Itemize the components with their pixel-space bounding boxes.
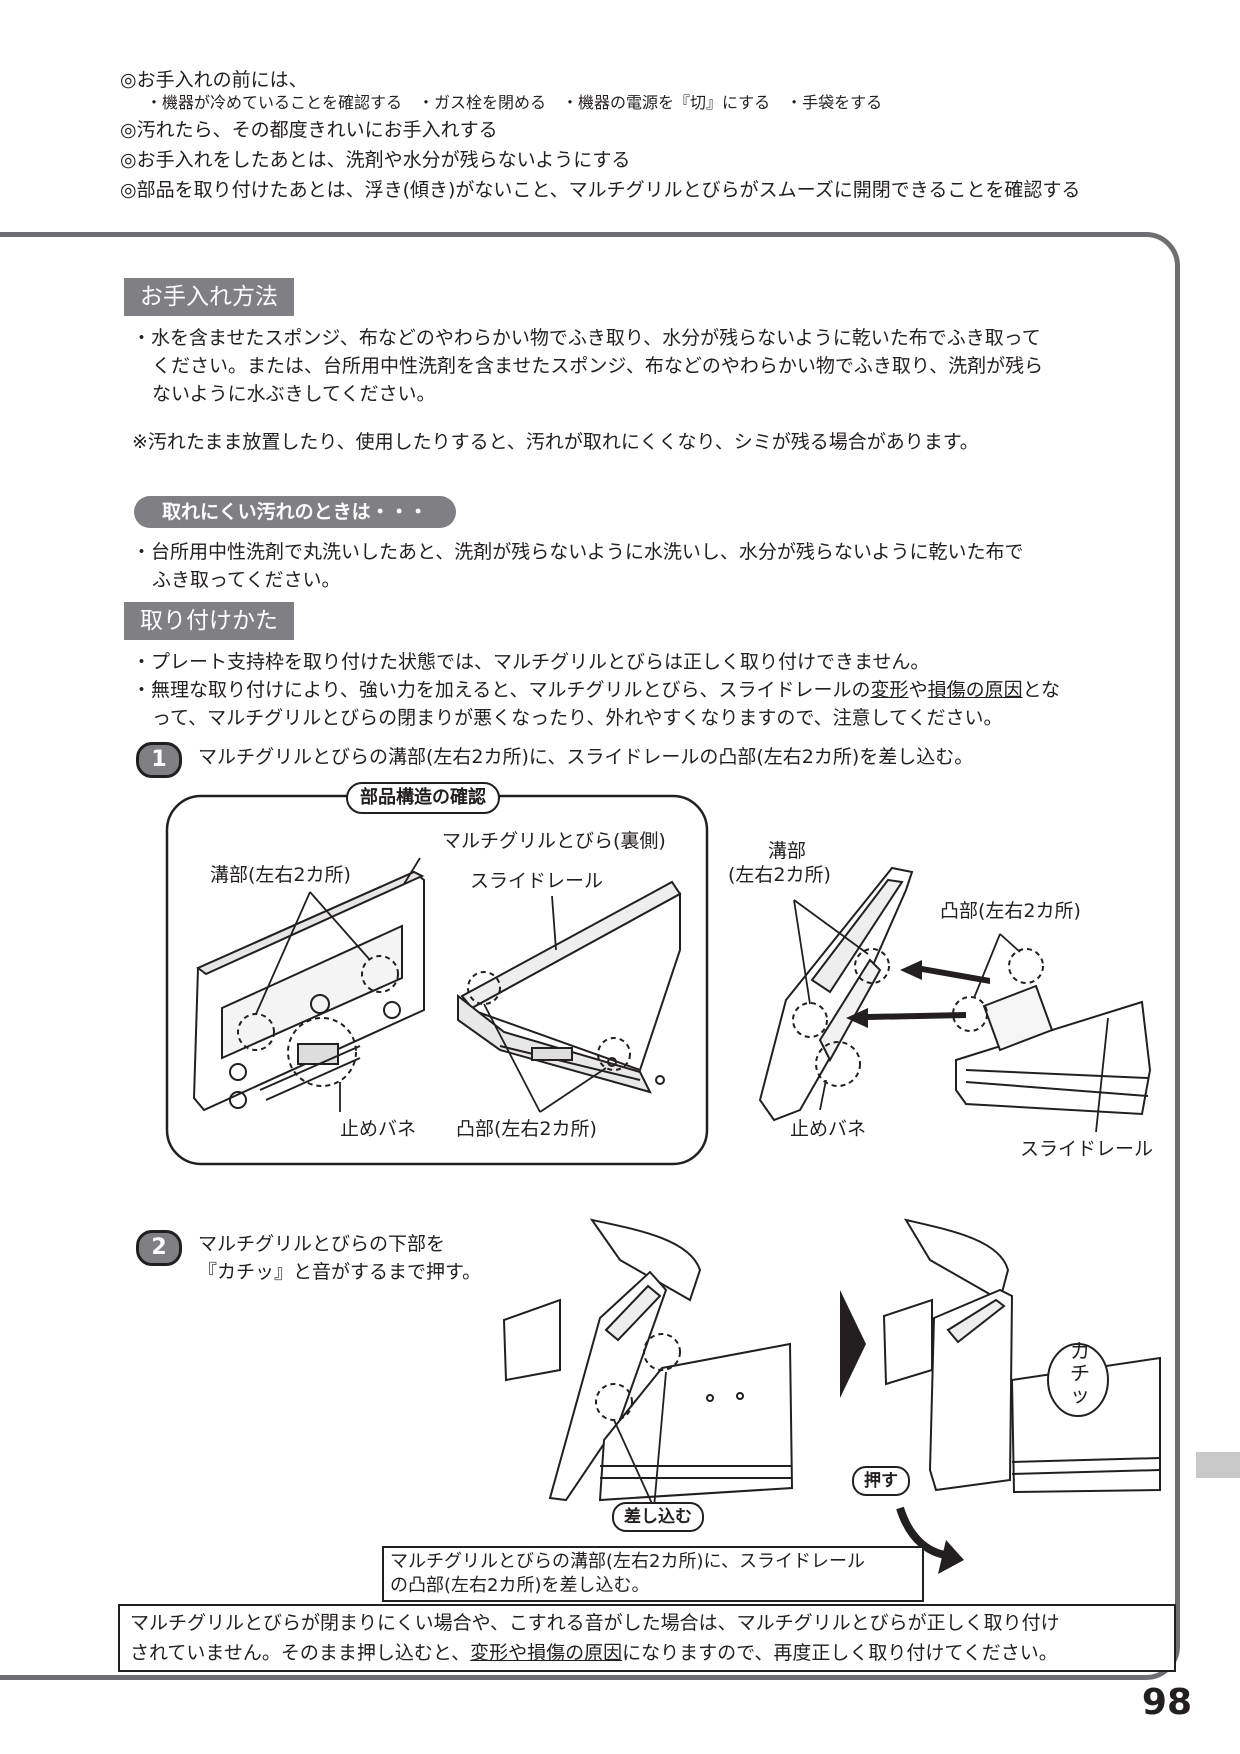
parts-frame-title: 部品構造の確認	[346, 782, 500, 814]
label-door-back: マルチグリルとびら(裏側)	[442, 830, 666, 852]
step-2-badge: 2	[136, 1230, 182, 1266]
precaution-line-2: ◎汚れたら、その都度きれいにお手入れする	[120, 119, 498, 141]
hard-stain-pill: 取れにくい汚れのときは・・・	[134, 496, 456, 528]
step2-insert-illustration	[502, 1218, 794, 1502]
next-arrow	[840, 1290, 866, 1398]
install-bullet-1: ・プレート支持枠を取り付けた状態では、マルチグリルとびらは正しく取り付けできませ…	[132, 651, 930, 673]
precaution-line-4: ◎部品を取り付けたあとは、浮き(傾き)がないこと、マルチグリルとびらがスムーズに…	[120, 179, 1081, 201]
hard-stain-line-1: ・台所用中性洗剤で丸洗いしたあと、洗剤が残らないように水洗いし、水分が残らないよ…	[132, 541, 1024, 563]
label-convex: 凸部(左右2カ所)	[456, 1118, 597, 1140]
label-stopper-spring-2: 止めバネ	[790, 1118, 867, 1140]
push-label: 押す	[852, 1466, 910, 1496]
care-bullet-1: ・水を含ませたスポンジ、布などのやわらかい物でふき取り、水分が残らないように乾い…	[132, 327, 1041, 349]
page-number: 98	[1141, 1682, 1192, 1723]
warning-line-1: マルチグリルとびらが閉まりにくい場合や、こすれる音がした場合は、マルチグリルとび…	[130, 1612, 1060, 1634]
step-2-line-2: 『カチッ』と音がするまで押す。	[198, 1261, 482, 1283]
precaution-line-1: ◎お手入れの前には、	[120, 69, 308, 91]
label-convex-2: 凸部(左右2カ所)	[940, 900, 1081, 922]
install-bullet-2: ・無理な取り付けにより、強い力を加えると、マルチグリルとびら、スライドレールの変…	[132, 679, 1061, 701]
insert-label: 差し込む	[612, 1502, 704, 1532]
click-sound-label: カチッ	[1070, 1339, 1090, 1407]
label-groove-2: 溝部	[768, 840, 807, 862]
side-index-tab	[1196, 1452, 1240, 1478]
step2-push-illustration	[882, 1218, 1161, 1494]
precaution-sub-list: ・機器が冷めていることを確認する ・ガス栓を閉める ・機器の電源を『切』にする …	[146, 93, 883, 112]
insert-note-line-1: マルチグリルとびらの溝部(左右2カ所)に、スライドレール	[390, 1551, 865, 1572]
slide-rail-illustration	[457, 880, 682, 1094]
insert-note-line-2: の凸部(左右2カ所)を差し込む。	[390, 1575, 650, 1596]
content-frame	[0, 232, 1180, 1680]
door-back-illustration	[192, 870, 425, 1112]
label-stopper-spring: 止めバネ	[340, 1118, 417, 1140]
care-bullet-1-line2: ください。または、台所用中性洗剤を含ませたスポンジ、布などのやわらかい物でふき取…	[152, 355, 1044, 377]
label-groove: 溝部(左右2カ所)	[210, 864, 351, 886]
hard-stain-line-2: ふき取ってください。	[152, 569, 341, 591]
insert-note: マルチグリルとびらの溝部(左右2カ所)に、スライドレール の凸部(左右2カ所)を…	[382, 1546, 924, 1602]
label-slide-rail-2: スライドレール	[1020, 1138, 1154, 1160]
precaution-line-3: ◎お手入れをしたあとは、洗剤や水分が残らないようにする	[120, 149, 631, 171]
install-bullet-2-line2: って、マルチグリルとびらの閉まりが悪くなったり、外れやすくなりますので、注意して…	[152, 707, 1003, 729]
care-bullet-1-line3: ないように水ぶきしてください。	[152, 383, 436, 405]
install-section-header: 取り付けかた	[124, 602, 294, 640]
step-1-badge: 1	[136, 742, 182, 778]
label-slide-rail: スライドレール	[470, 870, 604, 892]
care-section-header: お手入れ方法	[124, 278, 294, 316]
step-1-text: マルチグリルとびらの溝部(左右2カ所)に、スライドレールの凸部(左右2カ所)を差…	[198, 746, 974, 768]
step-2-line-1: マルチグリルとびらの下部を	[198, 1233, 446, 1255]
warning-box: マルチグリルとびらが閉まりにくい場合や、こすれる音がした場合は、マルチグリルとび…	[118, 1604, 1176, 1672]
warning-line-2: されていません。そのまま押し込むと、変形や損傷の原因になりますので、再度正しく取…	[130, 1642, 1058, 1664]
label-groove-2-sub: (左右2カ所)	[728, 864, 831, 886]
care-note: ※汚れたまま放置したり、使用したりすると、汚れが取れにくくなり、シミが残る場合が…	[132, 431, 979, 453]
